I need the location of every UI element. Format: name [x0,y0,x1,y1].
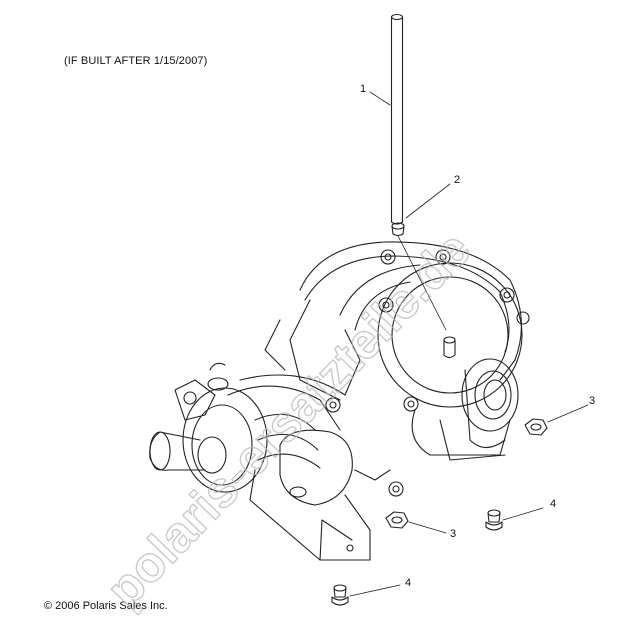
vent-tube-part-1 [390,13,404,225]
copyright-text: © 2006 Polaris Sales Inc. [44,600,168,612]
callout-1: 1 [360,83,367,95]
bolt-part-4-lower [331,584,401,606]
leader-part-1 [369,91,391,106]
vent-fitting-part-2 [391,222,447,331]
callout-3-right: 3 [589,395,596,407]
build-date-note: (IF BUILT AFTER 1/15/2007) [64,55,208,67]
input-shaft-assembly [149,362,391,561]
gearcase-housing [264,241,530,497]
bolt-part-4-right [485,507,544,531]
callout-3-lower: 3 [450,528,457,540]
leader-part-2 [405,183,451,219]
flange-nut-part-3-lower [385,511,447,534]
callout-4-lower: 4 [405,577,412,589]
callout-4-right: 4 [550,498,557,510]
flange-nut-part-3-right [524,404,589,436]
callout-2: 2 [454,174,461,186]
